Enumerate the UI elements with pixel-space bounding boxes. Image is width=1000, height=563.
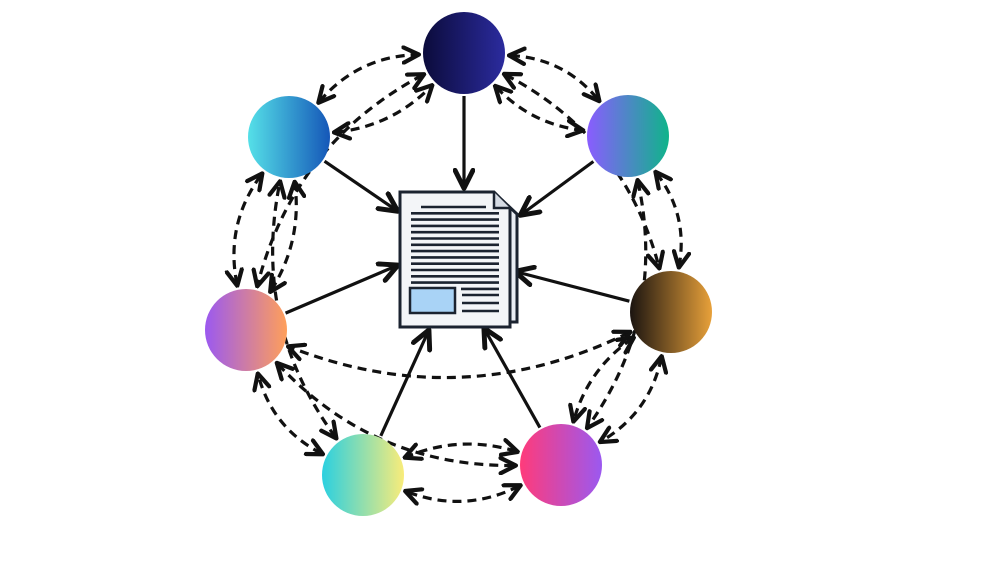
node-n7 — [248, 96, 330, 178]
dashed-arrow-n3-n4 — [574, 339, 632, 420]
arrow-n5-to-document — [379, 332, 428, 437]
arrow-n2-to-document — [522, 160, 595, 214]
node-n5 — [322, 434, 404, 516]
dashed-arrow-n5-n6 — [258, 375, 321, 453]
arrow-n6-to-document — [284, 266, 396, 315]
node-n1 — [423, 12, 505, 94]
node-n2 — [587, 95, 669, 177]
node-n4 — [520, 424, 602, 506]
nodes — [205, 12, 712, 516]
document-image-block — [408, 286, 457, 315]
dashed-arrow-n6-n4 — [278, 364, 514, 465]
dashed-arrow-n7-n1 — [336, 87, 431, 133]
dashed-arrow-n4-n5 — [407, 486, 519, 501]
document-text-lines — [411, 205, 499, 313]
arrow-n3-to-document — [517, 272, 630, 303]
dashed-arrow-n3-n6 — [290, 333, 629, 380]
node-n6 — [205, 289, 287, 371]
arrow-n7-to-document — [323, 159, 396, 210]
dashed-arrow-n2-n3 — [657, 173, 682, 265]
dashed-arrow-n6-n7 — [234, 175, 261, 284]
dashed-connections — [234, 55, 681, 502]
node-n3 — [630, 271, 712, 353]
dashed-arrow-n1-n2 — [511, 56, 598, 100]
document-icon — [398, 190, 519, 329]
arrow-n4-to-document — [485, 330, 542, 429]
dashed-arrow-n3-n4 — [602, 358, 662, 441]
solid-connections — [284, 96, 630, 437]
dashed-arrow-n7-n1 — [320, 55, 417, 102]
dashed-arrow-n5-n7 — [273, 183, 336, 437]
